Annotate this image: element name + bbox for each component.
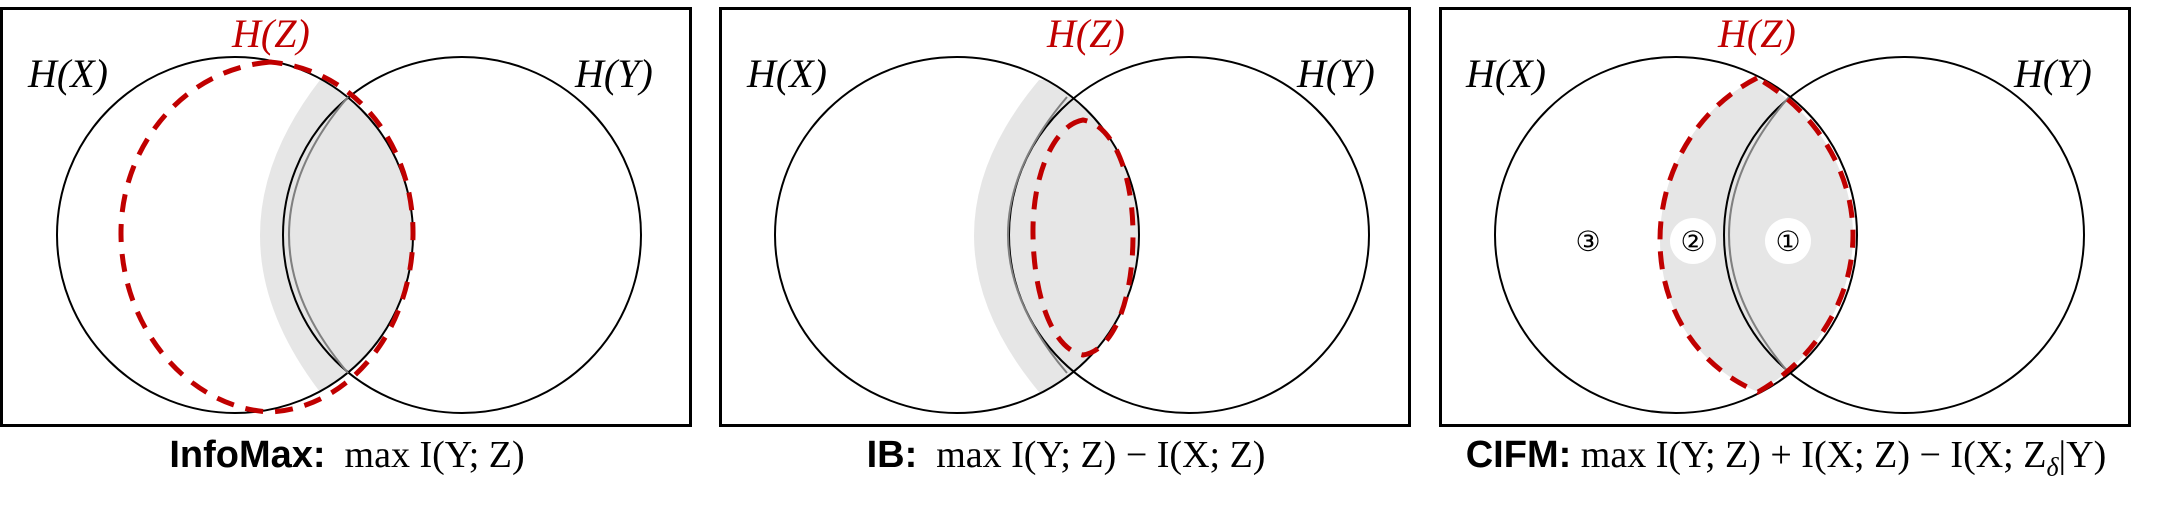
hz-label: H(Z) [232, 11, 310, 56]
venn-diagram-infomax [0, 7, 692, 427]
hz-dashed-ellipse [1030, 117, 1136, 358]
hz-label: H(Z) [1718, 11, 1796, 56]
hy-label: H(Y) [1297, 51, 1375, 96]
hx-label: H(X) [1466, 51, 1546, 96]
hx-label: H(X) [747, 51, 827, 96]
panel-cifm: H(X) H(Y) H(Z) ① ② ③ CIFM: max I(Y; Z) +… [1439, 0, 2133, 508]
hy-label: H(Y) [2014, 51, 2092, 96]
hx-ellipse [1494, 56, 1858, 414]
caption-ib: IB: max I(Y; Z) − I(X; Z) [719, 433, 1413, 479]
region-1-marker: ① [1765, 218, 1811, 264]
formula-main: max I(Y; Z) + I(X; Z) − I(X; Z [1580, 434, 2047, 476]
overlap-arc [1728, 96, 1790, 374]
objective-formula: max I(Y; Z) + I(X; Z) − I(X; Zδ|Y) [1580, 434, 2107, 482]
hy-ellipse [282, 56, 642, 414]
hy-label: H(Y) [575, 51, 653, 96]
panel-border [0, 7, 692, 427]
overlap-arc [1007, 96, 1068, 374]
region-2-marker: ② [1670, 218, 1716, 264]
panel-infomax: H(X) H(Y) H(Z) InfoMax: max I(Y; Z) [0, 0, 694, 508]
hz-label: H(Z) [1047, 11, 1125, 56]
hz-dashed-lens [1657, 75, 1856, 395]
overlap-arc [288, 96, 349, 374]
caption-cifm: CIFM: max I(Y; Z) + I(X; Z) − I(X; Zδ|Y) [1419, 433, 2153, 483]
shaded-region [974, 80, 1139, 392]
formula-tail: |Y) [2058, 434, 2107, 476]
panel-border [1439, 7, 2131, 427]
shaded-region [1660, 78, 1853, 392]
hx-ellipse [774, 56, 1140, 414]
region-3-marker: ③ [1575, 224, 1601, 258]
objective-formula: max I(Y; Z) [344, 434, 525, 476]
hy-ellipse [1723, 56, 2085, 414]
method-name: CIFM: [1465, 434, 1572, 476]
panel-border [719, 7, 1411, 427]
formula-subscript: δ [2046, 452, 2059, 482]
caption-infomax: InfoMax: max I(Y; Z) [0, 433, 694, 479]
hx-label: H(X) [28, 51, 108, 96]
venn-diagram-cifm [1439, 7, 2131, 427]
panel-ib: H(X) H(Y) H(Z) IB: max I(Y; Z) − I(X; Z) [719, 0, 1413, 508]
venn-diagram-ib [719, 7, 1411, 427]
method-name: InfoMax: [169, 434, 326, 476]
method-name: IB: [866, 434, 918, 476]
objective-formula: max I(Y; Z) − I(X; Z) [936, 434, 1266, 476]
